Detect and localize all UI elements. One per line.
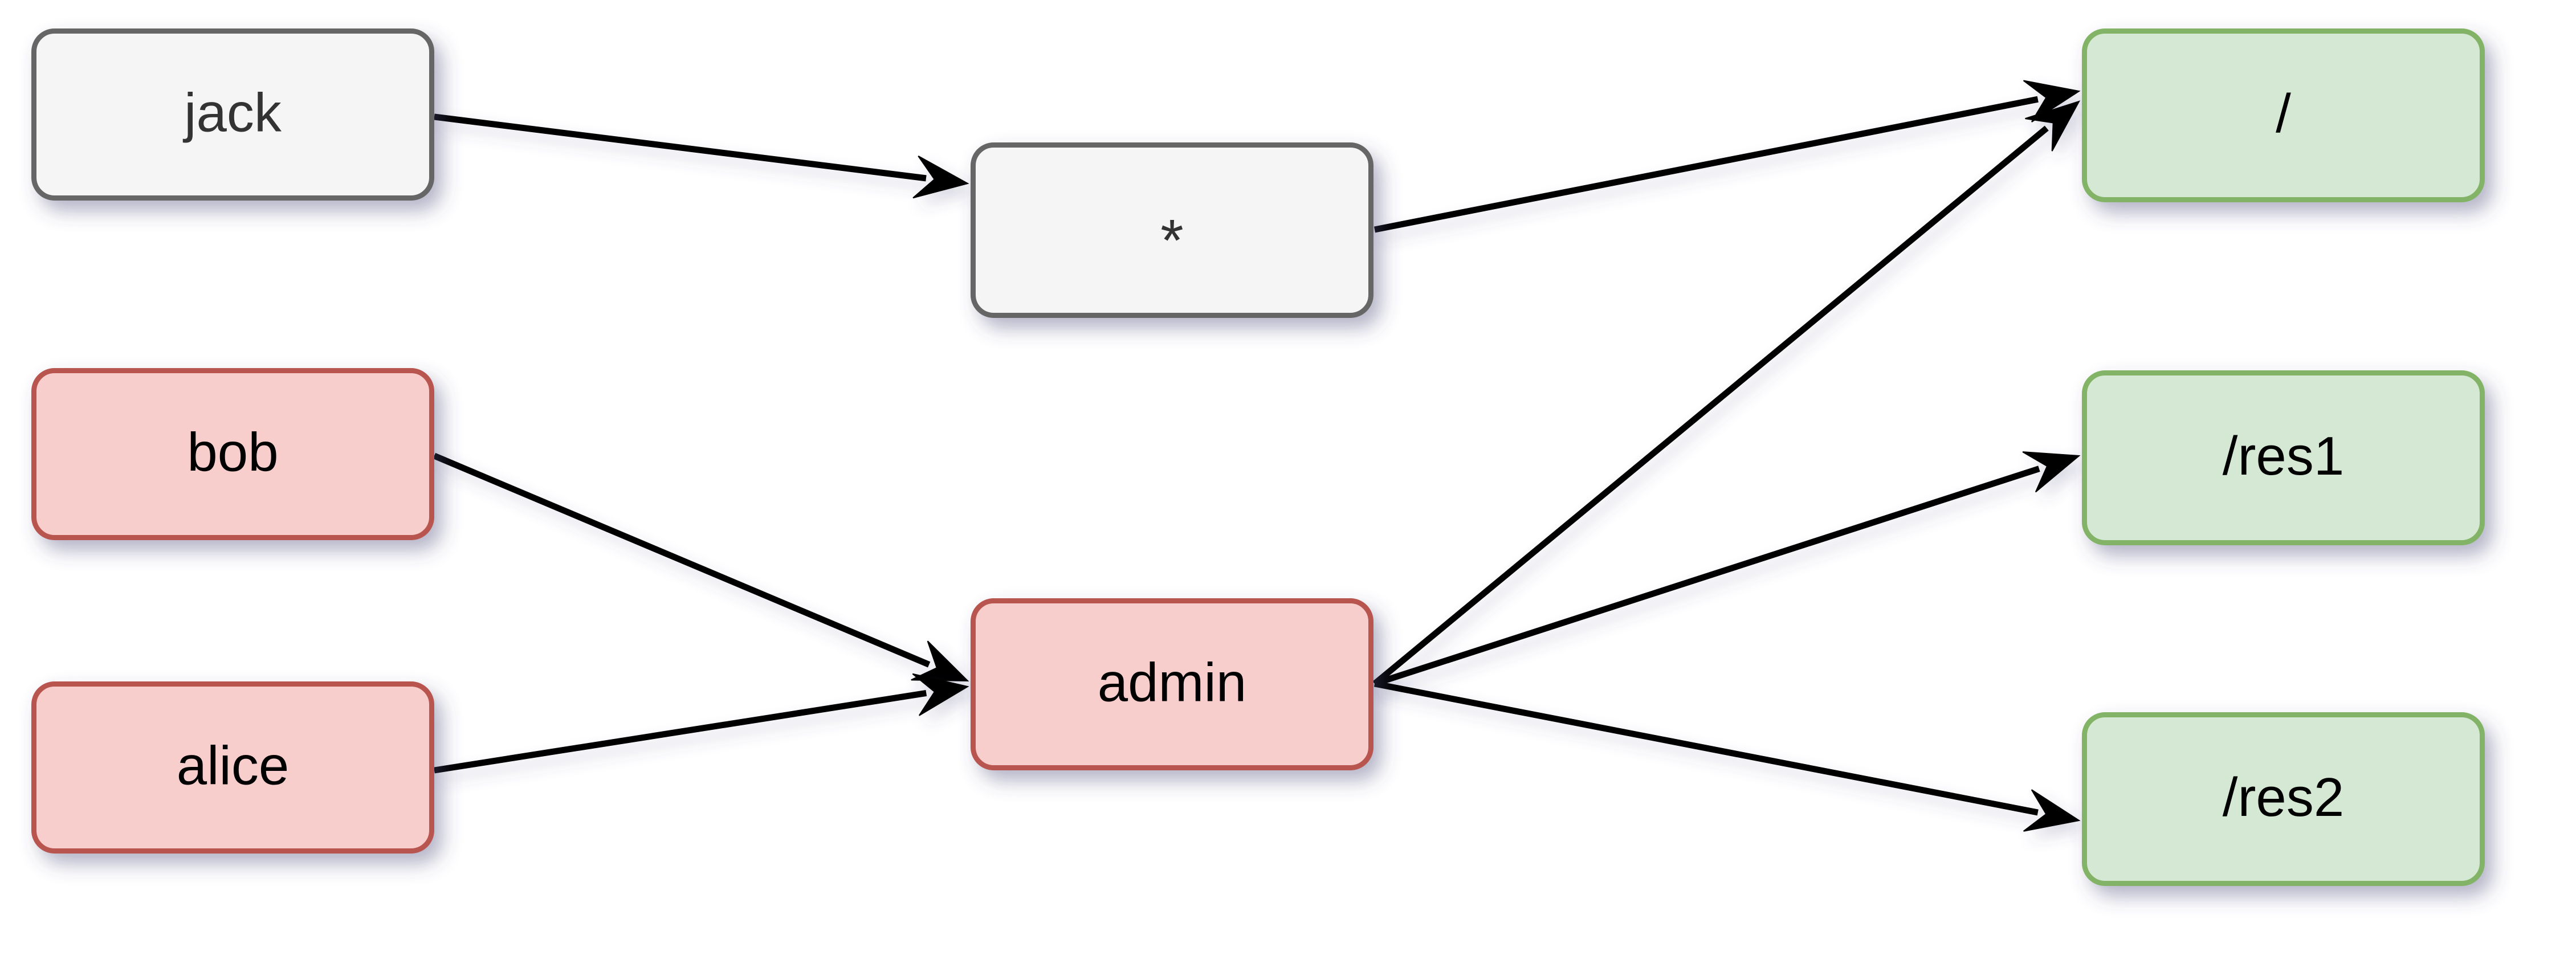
node-box-alice <box>31 681 434 854</box>
node-box-bob <box>31 368 434 540</box>
node-jack[interactable]: jack <box>31 28 434 201</box>
edge-alice-to-admin[interactable] <box>434 673 969 774</box>
node-res2[interactable]: /res2 <box>2082 712 2485 886</box>
node-box-admin <box>971 598 1373 770</box>
node-box-jack <box>31 28 434 201</box>
edge-line <box>1372 125 2049 687</box>
node-bob[interactable]: bob <box>31 368 434 540</box>
edge-line <box>434 113 927 182</box>
edge-arrowhead <box>2025 100 2081 152</box>
edge-star-to-root[interactable] <box>1373 80 2081 233</box>
edge-jack-to-star[interactable] <box>434 113 969 199</box>
node-root[interactable]: / <box>2082 28 2485 202</box>
edge-line <box>1373 96 2039 233</box>
node-admin[interactable]: admin <box>971 598 1373 770</box>
edge-line <box>1373 680 2039 816</box>
edge-bob-to-admin[interactable] <box>433 452 969 682</box>
node-box-res2 <box>2082 712 2485 886</box>
edge-arrowhead <box>912 673 969 716</box>
node-layer: jack bob alice * admin / /res1/res2 <box>31 28 2485 886</box>
edge-layer <box>433 80 2081 832</box>
edge-arrowhead <box>912 156 969 199</box>
edge-admin-to-res1[interactable] <box>1373 451 2081 687</box>
node-box-root <box>2082 28 2485 202</box>
node-star[interactable]: * <box>971 142 1373 318</box>
edge-line <box>433 452 931 668</box>
edge-arrowhead <box>2022 451 2081 493</box>
node-alice[interactable]: alice <box>31 681 434 854</box>
node-box-res1 <box>2082 370 2485 545</box>
node-res1[interactable]: /res1 <box>2082 370 2485 545</box>
node-box-star <box>971 142 1373 318</box>
edge-admin-to-res2[interactable] <box>1373 680 2081 832</box>
edge-line <box>434 689 927 774</box>
edge-admin-to-root[interactable] <box>1372 100 2081 687</box>
edge-line <box>1373 466 2040 687</box>
edge-arrowhead <box>2023 789 2081 832</box>
